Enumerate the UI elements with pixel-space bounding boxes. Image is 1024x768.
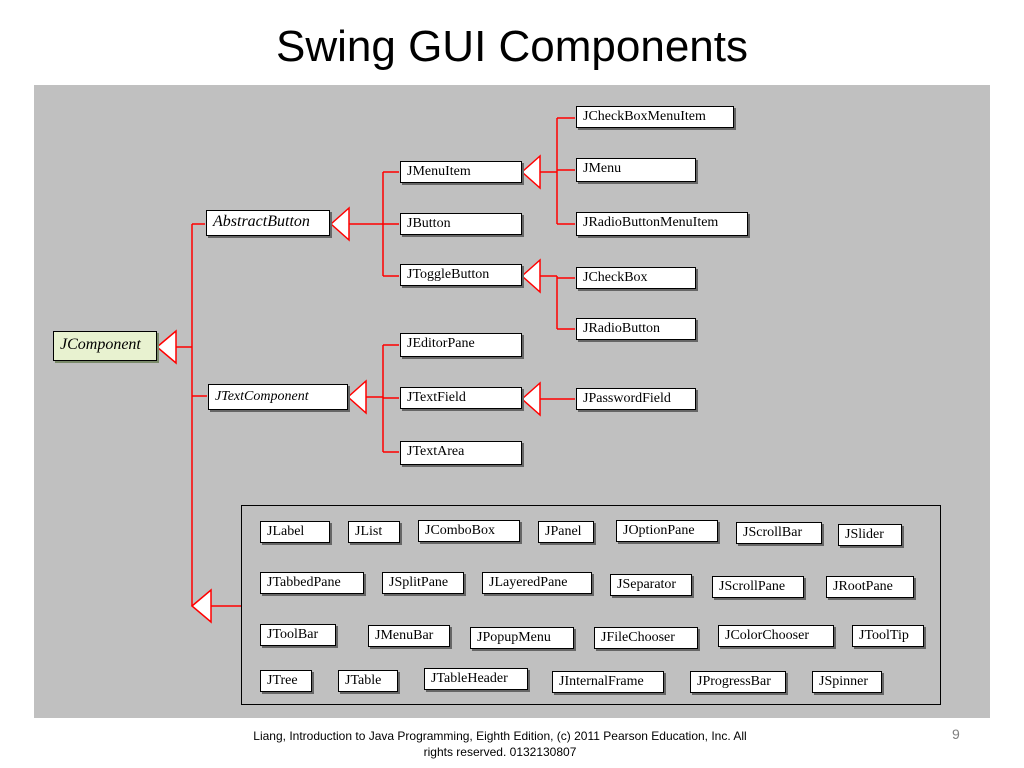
node-jtogglebutton: JToggleButton xyxy=(400,264,522,286)
node-jtextarea: JTextArea xyxy=(400,441,522,465)
node-jcomponent: JComponent xyxy=(53,331,157,361)
abstractbutton-arrow xyxy=(329,206,350,242)
component-jfilechooser: JFileChooser xyxy=(594,627,698,649)
component-joptionpane: JOptionPane xyxy=(616,520,718,542)
component-jtree: JTree xyxy=(260,670,312,692)
component-jrootpane: JRootPane xyxy=(826,576,914,598)
component-jtabbedpane: JTabbedPane xyxy=(260,572,364,594)
jtextcomponent-arrow xyxy=(346,379,367,415)
node-jmenuitem: JMenuItem xyxy=(400,161,522,183)
component-jcolorchooser: JColorChooser xyxy=(718,625,834,647)
node-jpasswordfield: JPasswordField xyxy=(576,388,696,410)
node-abstractbutton: AbstractButton xyxy=(206,210,330,236)
component-jslider: JSlider xyxy=(838,524,902,546)
node-jbutton: JButton xyxy=(400,213,522,235)
group-arrow xyxy=(190,588,212,624)
component-jseparator: JSeparator xyxy=(610,574,692,596)
component-jlabel: JLabel xyxy=(260,521,330,543)
node-jcheckbox: JCheckBox xyxy=(576,267,696,289)
slide-title: Swing GUI Components xyxy=(276,22,748,71)
component-jscrollpane: JScrollPane xyxy=(712,576,804,598)
component-jpanel: JPanel xyxy=(538,521,594,543)
component-jscrollbar: JScrollBar xyxy=(736,522,822,544)
component-jsplitpane: JSplitPane xyxy=(382,572,464,594)
footer-citation: Liang, Introduction to Java Programming,… xyxy=(190,728,810,760)
jtextfield-arrow xyxy=(520,381,541,417)
component-jtableheader: JTableHeader xyxy=(424,668,528,690)
footer-line-1: Liang, Introduction to Java Programming,… xyxy=(253,729,747,743)
component-jtable: JTable xyxy=(338,670,398,692)
node-jradiobutton: JRadioButton xyxy=(576,318,696,340)
node-jeditorpane: JEditorPane xyxy=(400,333,522,357)
component-jlist: JList xyxy=(348,521,400,543)
jmenuitem-arrow xyxy=(520,154,541,190)
footer-line-2: rights reserved. 0132130807 xyxy=(423,745,577,759)
component-jpopupmenu: JPopupMenu xyxy=(470,627,574,649)
component-jprogressbar: JProgressBar xyxy=(690,671,786,693)
jcomponent-arrow xyxy=(155,329,177,365)
component-jcombobox: JComboBox xyxy=(418,520,520,542)
component-jmenubar: JMenuBar xyxy=(368,625,450,647)
component-jtooltip: JToolTip xyxy=(852,625,924,647)
node-jtextfield: JTextField xyxy=(400,387,522,409)
node-jmenu: JMenu xyxy=(576,158,696,182)
node-jcheckboxmenuitem: JCheckBoxMenuItem xyxy=(576,106,734,128)
node-jradiobuttonmenuitem: JRadioButtonMenuItem xyxy=(576,212,748,236)
page-number: 9 xyxy=(952,726,960,742)
component-jlayeredpane: JLayeredPane xyxy=(482,572,592,594)
component-jspinner: JSpinner xyxy=(812,671,882,693)
component-jtoolbar: JToolBar xyxy=(260,624,336,646)
component-jinternalframe: JInternalFrame xyxy=(552,671,664,693)
node-jtextcomponent: JTextComponent xyxy=(208,384,348,410)
jtogglebutton-arrow xyxy=(520,258,541,294)
